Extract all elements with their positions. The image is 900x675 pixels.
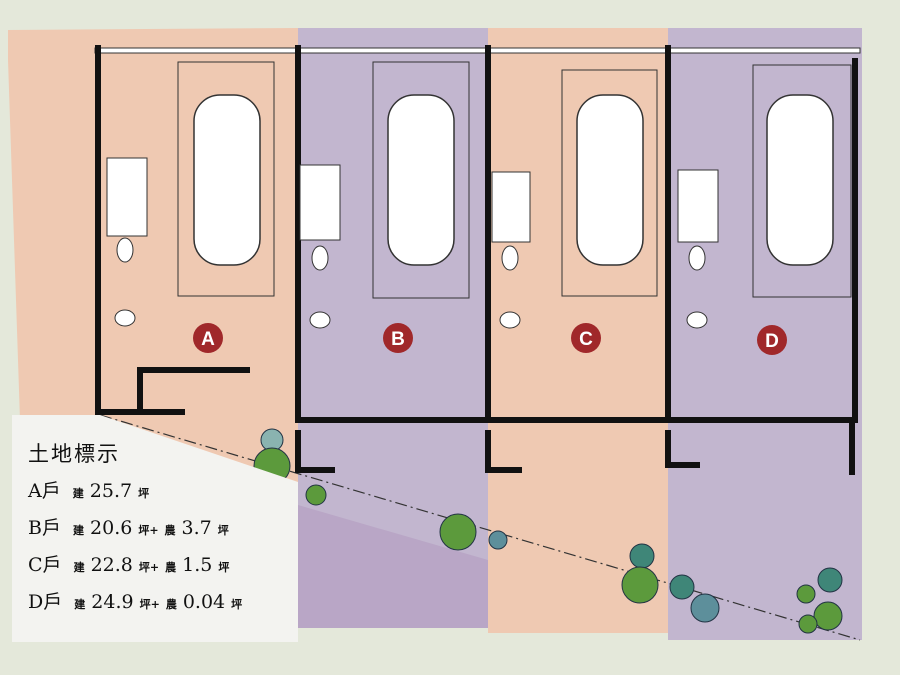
legend-row-b: B戶 建 20.6 坪+ 農 3.7 坪 — [28, 513, 296, 540]
walls — [95, 45, 858, 475]
tree-icons — [253, 428, 843, 634]
farm-label: 農 — [165, 598, 177, 611]
unit-label: B戶 — [28, 517, 61, 539]
area-unit: 坪 — [217, 524, 229, 537]
unit-label: C戶 — [28, 554, 62, 576]
build-label: 建 — [73, 561, 85, 574]
farm-area: 0.04 — [182, 591, 226, 613]
svg-text:A: A — [201, 329, 215, 350]
legend-background — [12, 415, 298, 642]
car-icons — [193, 94, 834, 266]
farm-area: 1.5 — [182, 554, 213, 576]
svg-text:B: B — [391, 329, 405, 350]
parking-spaces — [177, 61, 852, 299]
farm-area: 3.7 — [181, 517, 212, 539]
build-label: 建 — [72, 487, 84, 500]
build-area: 25.7 — [89, 480, 133, 502]
farm-label: 農 — [164, 524, 176, 537]
area-unit: 坪+ — [138, 524, 159, 537]
toilet-icons — [114, 237, 708, 329]
area-unit: 坪+ — [139, 598, 160, 611]
build-label: 建 — [73, 524, 85, 537]
svg-text:C: C — [579, 329, 593, 350]
legend-row-d: D戶 建 24.9 坪+ 農 0.04 坪 — [28, 587, 296, 614]
lot-b-yard-lower — [298, 505, 488, 628]
legend-title: 土地標示 — [28, 442, 120, 466]
unit-label: A戶 — [28, 480, 61, 502]
land-legend: 土地標示 A戶 建 25.7 坪 B戶 建 20.6 坪+ 農 3.7 坪 C戶 建 22.8 坪… — [14, 428, 296, 638]
unit-badge-b: B — [383, 323, 413, 353]
build-area: 22.8 — [90, 554, 133, 576]
area-unit: 坪 — [231, 598, 243, 611]
unit-badge-d: D — [757, 325, 787, 355]
area-unit: 坪+ — [138, 561, 160, 574]
build-area: 20.6 — [90, 517, 133, 539]
stairs-icons — [106, 157, 719, 243]
build-label: 建 — [74, 598, 86, 611]
area-unit: 坪 — [218, 561, 230, 574]
area-unit: 坪 — [138, 487, 150, 500]
unit-badge-a: A — [193, 323, 223, 353]
front-road-edge — [94, 47, 861, 54]
property-line — [99, 414, 861, 641]
svg-text:D: D — [765, 331, 779, 352]
farm-label: 農 — [165, 561, 177, 574]
build-area: 24.9 — [91, 591, 134, 613]
legend-row-c: C戶 建 22.8 坪+ 農 1.5 坪 — [28, 550, 296, 577]
unit-label: D戶 — [28, 591, 63, 613]
unit-badge-c: C — [571, 323, 601, 353]
legend-row-a: A戶 建 25.7 坪 — [28, 476, 296, 503]
